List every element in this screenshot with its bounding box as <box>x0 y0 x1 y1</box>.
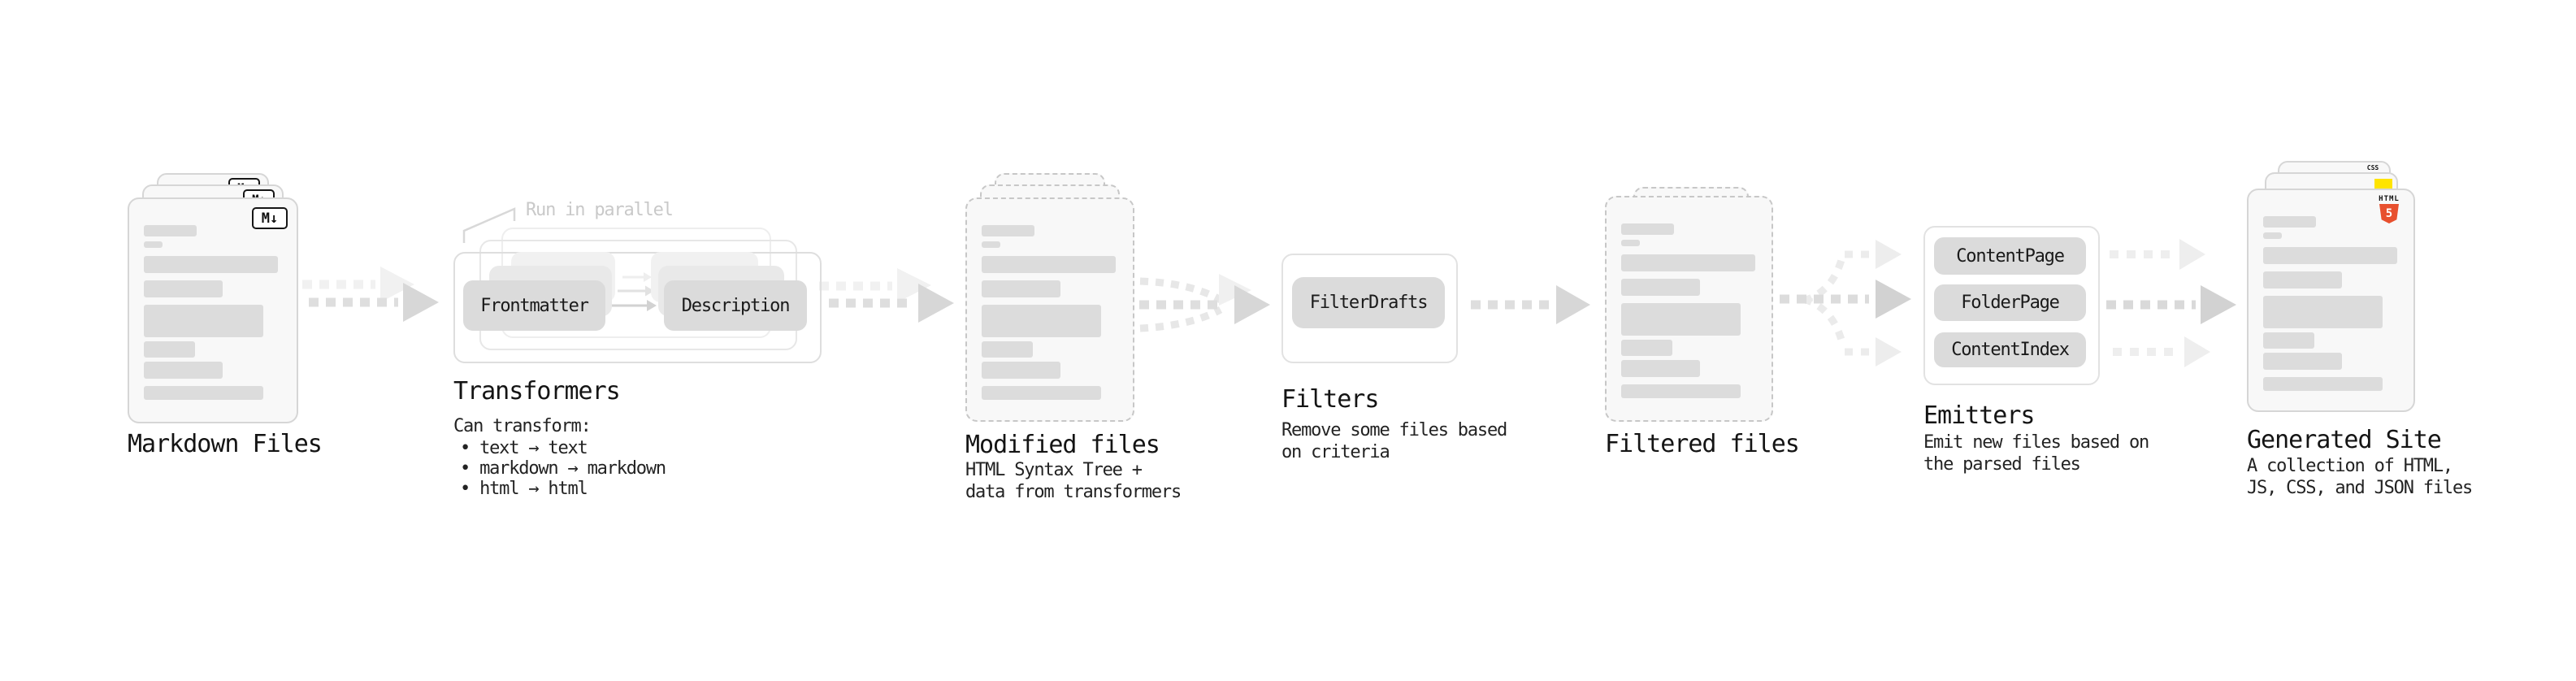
transformers-desc-title: Can transform: <box>453 416 592 436</box>
doc-text-bar <box>1621 279 1700 296</box>
transformer-box <box>453 252 822 363</box>
doc-text-bar <box>1621 360 1700 377</box>
doc-text-bar <box>2263 216 2316 228</box>
filters-desc: on criteria <box>1281 442 1390 462</box>
doc-text-bar <box>1621 223 1674 235</box>
doc-text-bar <box>982 341 1033 358</box>
doc-text-bar <box>144 341 195 358</box>
doc-text-bars <box>144 225 282 400</box>
generated-file-card-html: HTML 5 <box>2247 189 2415 412</box>
doc-text-bar <box>2263 353 2342 370</box>
emitter-node-contentindex: ContentIndex <box>1934 332 2086 367</box>
arrow-modified-to-filters-merge <box>1139 274 1270 332</box>
doc-text-bars <box>982 225 1118 400</box>
filters-box <box>1281 254 1458 363</box>
transformer-node-description: Description <box>664 280 807 331</box>
markdown-icon: M↓ <box>252 207 288 229</box>
arrow-filtered-to-emitters-fanout <box>1780 240 1911 367</box>
filter-node-filterdrafts: FilterDrafts <box>1292 277 1445 328</box>
generated-site-desc: A collection of HTML, <box>2247 456 2453 476</box>
modified-files-desc: HTML Syntax Tree + <box>965 460 1143 480</box>
doc-text-bar <box>2263 296 2383 328</box>
doc-text-bar <box>144 305 263 337</box>
doc-text-bar <box>144 225 197 236</box>
doc-text-bar <box>1621 384 1741 398</box>
doc-text-bar <box>1621 303 1741 336</box>
transformer-node-frontmatter: Frontmatter <box>463 280 605 331</box>
emitters-desc: Emit new files based on <box>1923 432 2149 453</box>
emitters-desc: the parsed files <box>1923 454 2081 475</box>
emitter-node-contentpage: ContentPage <box>1934 237 2086 275</box>
stage-label-transformers: Transformers <box>453 377 621 406</box>
doc-text-bar <box>144 280 223 297</box>
transformers-bullet: • markdown → markdown <box>460 458 666 479</box>
emitters-box <box>1923 226 2100 385</box>
transformers-bullet: • html → html <box>460 479 588 499</box>
doc-text-bar <box>144 362 223 379</box>
doc-text-bar <box>144 386 263 400</box>
arrow-filters-to-filtered <box>1471 285 1590 324</box>
stage-label-filtered-files: Filtered files <box>1605 430 1800 458</box>
stage-label-filters: Filters <box>1281 385 1379 414</box>
run-in-parallel-annotation: Run in parallel <box>526 200 674 220</box>
doc-text-bar <box>2263 247 2397 264</box>
transformers-bullet: • text → text <box>460 438 588 458</box>
stage-label-markdown-files: Markdown Files <box>128 430 323 458</box>
js-badge <box>2374 179 2392 191</box>
stage-label-generated-site: Generated Site <box>2247 426 2442 454</box>
arrow-transformers-to-modified <box>819 268 954 323</box>
modified-file-card <box>965 197 1134 422</box>
doc-text-bar <box>1621 340 1672 356</box>
filters-desc: Remove some files based <box>1281 420 1507 440</box>
filtered-file-card <box>1605 196 1773 422</box>
html5-icon: HTML 5 <box>2374 195 2404 223</box>
doc-text-bar <box>982 280 1060 297</box>
doc-text-bar <box>144 256 278 273</box>
doc-text-bar <box>2263 332 2314 349</box>
doc-text-bars <box>1621 223 1757 398</box>
doc-text-bar <box>982 241 1000 248</box>
doc-text-bar <box>2263 232 2282 239</box>
modified-files-desc: data from transformers <box>965 482 1182 502</box>
doc-text-bar <box>982 386 1101 400</box>
doc-text-bar <box>144 241 163 248</box>
stage-label-emitters: Emitters <box>1923 401 2035 430</box>
doc-text-bar <box>1621 240 1640 246</box>
emitter-node-folderpage: FolderPage <box>1934 284 2086 321</box>
arrow-markdown-to-transformers <box>302 267 439 322</box>
doc-text-bar <box>982 362 1060 379</box>
arrow-emitters-to-generated <box>2106 239 2236 367</box>
doc-text-bar <box>982 225 1034 236</box>
doc-text-bar <box>1621 254 1755 271</box>
markdown-file-card: M↓ <box>128 197 298 423</box>
generated-site-desc: JS, CSS, and JSON files <box>2247 478 2473 498</box>
doc-text-bars <box>2263 216 2399 391</box>
doc-text-bar <box>982 256 1116 273</box>
doc-text-bar <box>982 305 1101 337</box>
doc-text-bar <box>2263 377 2383 391</box>
stage-label-modified-files: Modified files <box>965 431 1160 459</box>
doc-text-bar <box>2263 271 2342 288</box>
arrow-frontmatter-to-description <box>611 272 657 311</box>
run-in-parallel-leader-line <box>462 207 516 243</box>
